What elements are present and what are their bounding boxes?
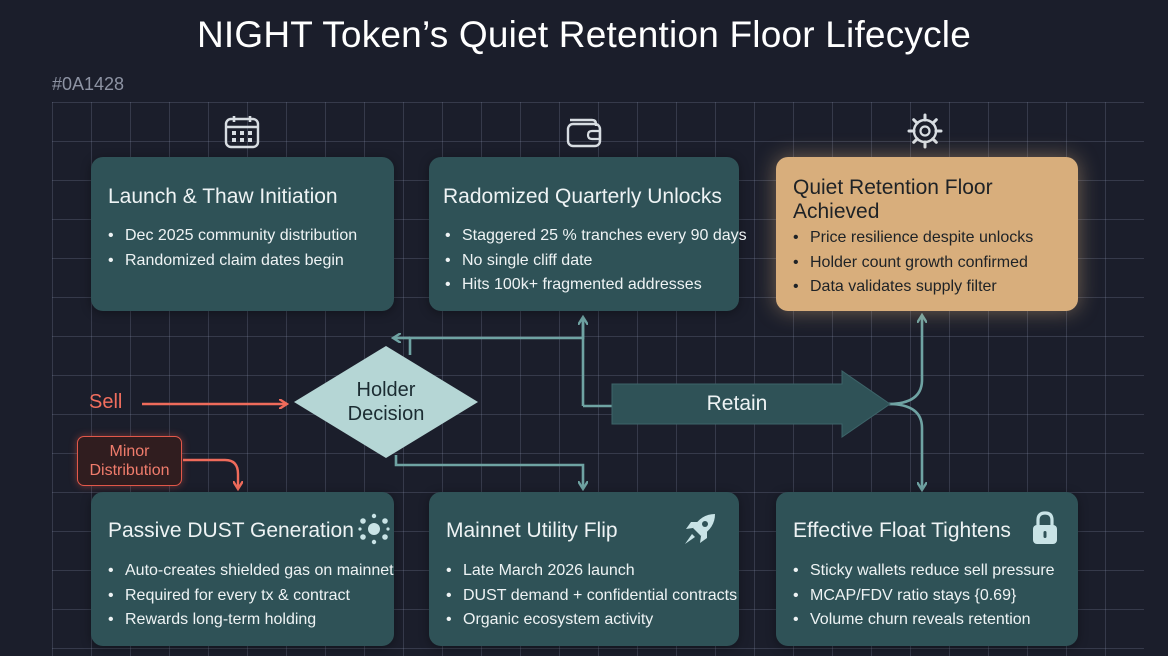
card-mainnet: Mainnet Utility Flip •Late March 2026 la… [429, 492, 739, 646]
list-item: •Volume churn reveals retention [793, 611, 1031, 628]
list-item: •Organic ecosystem activity [446, 611, 654, 628]
card-dust-bullets: •Auto-creates shielded gas on mainnet •R… [108, 559, 394, 633]
minor-distribution-arrow [183, 458, 238, 488]
list-item: •Price resilience despite unlocks [793, 229, 1034, 246]
list-item: •No single cliff date [445, 251, 593, 269]
card-floor-bullets: •Price resilience despite unlocks •Holde… [793, 226, 1033, 300]
arrow-to-launch [408, 318, 585, 355]
decision-label: Holder Decision [315, 378, 457, 426]
minor-line1: Minor [109, 443, 150, 460]
card-dust-title: Passive DUST Generation [108, 519, 354, 542]
arrow-to-floor [887, 316, 922, 406]
card-floor: Quiet Retention Floor Achieved •Price re… [776, 157, 1078, 311]
gear-icon [907, 113, 943, 149]
retain-arrow-shape [611, 370, 891, 438]
card-floor-title: Quiet Retention Floor Achieved [793, 176, 993, 224]
calendar-icon [224, 116, 260, 149]
minor-line2: Distribution [89, 462, 170, 479]
card-float-bullets: •Sticky wallets reduce sell pressure •MC… [793, 559, 1055, 633]
wallet-icon [566, 118, 602, 148]
card-mainnet-bullets: •Late March 2026 launch •DUST demand + c… [446, 559, 737, 633]
list-item: •Dec 2025 community distribution [108, 227, 358, 244]
card-floor-title-line2: Achieved [793, 200, 880, 223]
card-unlocks-bullets: •Staggered 25 % tranches every 90 days •… [445, 224, 747, 298]
card-float: Effective Float Tightens •Sticky wallets… [776, 492, 1078, 646]
list-item: •Late March 2026 launch [446, 562, 635, 579]
card-launch: Launch & Thaw Initiation •Dec 2025 commu… [91, 157, 394, 311]
decision-diamond [294, 346, 478, 458]
arrow-to-mainnet [394, 455, 583, 488]
card-unlocks-title: Radomized Quarterly Unlocks [443, 185, 722, 208]
decision-line2: Decision [347, 403, 425, 425]
list-item: •Required for every tx & contract [108, 586, 350, 604]
list-item: •Sticky wallets reduce sell pressure [793, 562, 1055, 579]
rocket-icon [685, 514, 715, 544]
sell-label: Sell [89, 391, 123, 413]
list-item: •Holder count growth confirmed [793, 253, 1028, 271]
list-item: •DUST demand + confidential contracts [446, 586, 738, 604]
retain-label: Retain [706, 392, 768, 415]
hex-label: #0A1428 [52, 74, 125, 94]
card-unlocks: Radomized Quarterly Unlocks •Staggered 2… [429, 157, 747, 311]
card-mainnet-title: Mainnet Utility Flip [446, 519, 618, 542]
list-item: •Auto-creates shielded gas on mainnet [108, 562, 394, 579]
card-floor-title-line1: Quiet Retention Floor [793, 176, 993, 199]
list-item: •Rewards long-term holding [108, 611, 317, 628]
card-launch-title: Launch & Thaw Initiation [108, 185, 338, 208]
lock-icon [1033, 511, 1057, 544]
minor-distribution-box: Minor Distribution [77, 436, 182, 486]
card-float-title: Effective Float Tightens [793, 519, 1011, 542]
list-item: •MCAP/FDV ratio stays {0.69} [793, 586, 1017, 604]
particles-icon [358, 513, 390, 545]
card-dust: Passive DUST Generation •Auto-creates sh… [91, 492, 394, 646]
list-item: •Data validates supply filter [793, 278, 997, 295]
decision-line1: Holder [356, 379, 416, 401]
list-item: •Hits 100k+ fragmented addresses [445, 276, 702, 293]
arrow-to-float [887, 402, 922, 489]
list-item: •Randomized claim dates begin [108, 251, 344, 269]
page-title: NIGHT Token’s Quiet Retention Floor Life… [196, 14, 972, 55]
card-launch-bullets: •Dec 2025 community distribution •Random… [108, 224, 357, 273]
list-item: •Staggered 25 % tranches every 90 days [445, 227, 747, 244]
